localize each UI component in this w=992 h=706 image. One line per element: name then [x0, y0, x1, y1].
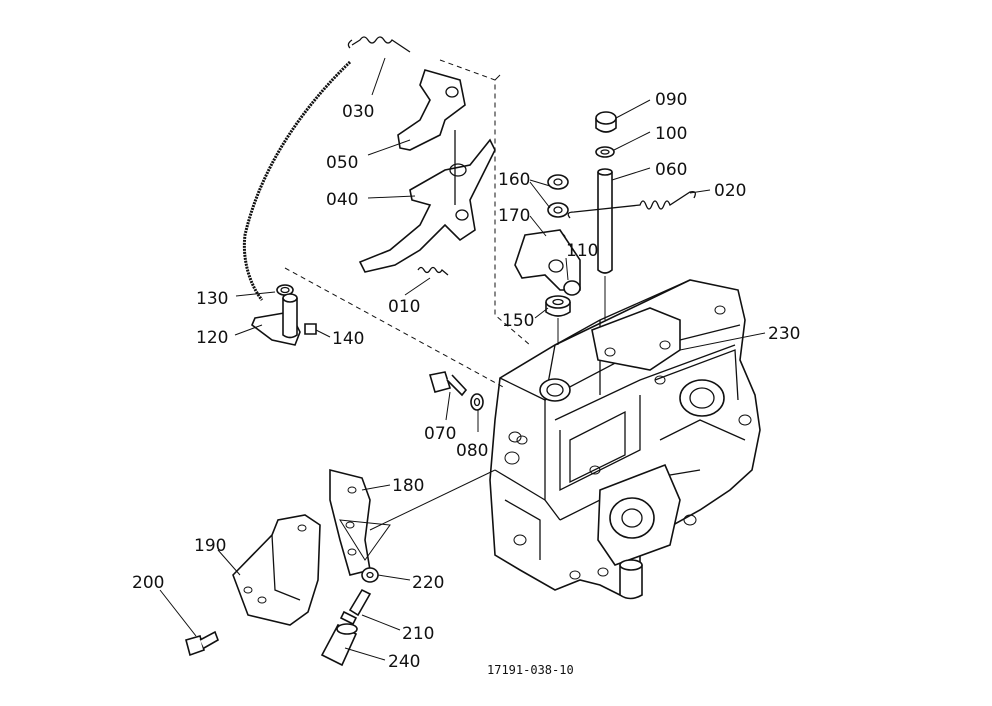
- cable: [242, 60, 352, 301]
- arm-120: [251, 293, 301, 346]
- label-050: 050: [326, 153, 358, 173]
- plug-090: [595, 111, 617, 133]
- label-150: 150: [502, 311, 534, 331]
- label-060: 060: [655, 160, 687, 180]
- label-130: 130: [196, 289, 228, 309]
- pin-240: [320, 623, 358, 667]
- label-100: 100: [655, 124, 687, 144]
- label-110: 110: [566, 241, 598, 261]
- nuts-160: [547, 174, 569, 218]
- label-170: 170: [498, 206, 530, 226]
- bracket-190: [232, 514, 321, 626]
- label-020: 020: [714, 181, 746, 201]
- label-040: 040: [326, 190, 358, 210]
- label-230: 230: [768, 324, 800, 344]
- bolt-200: [185, 630, 219, 657]
- washer-100: [595, 146, 615, 158]
- spring-020: [567, 190, 696, 219]
- label-120: 120: [196, 328, 228, 348]
- label-240: 240: [388, 652, 420, 672]
- spring-010: [417, 266, 449, 276]
- label-070: 070: [424, 424, 456, 444]
- collar-150: [545, 295, 571, 317]
- label-010: 010: [388, 297, 420, 317]
- leader-lines: [159, 57, 766, 661]
- label-140: 140: [332, 329, 364, 349]
- label-220: 220: [412, 573, 444, 593]
- washer-080: [470, 393, 484, 411]
- drawing-code: 17191-038-10: [487, 663, 574, 677]
- nut-220: [361, 567, 379, 583]
- label-160: 160: [498, 170, 530, 190]
- label-200: 200: [132, 573, 164, 593]
- bolt-070: [428, 371, 468, 397]
- lever-040: [358, 130, 496, 273]
- bracket-110: [514, 229, 581, 296]
- label-080: 080: [456, 441, 488, 461]
- label-090: 090: [655, 90, 687, 110]
- spring-030: [347, 36, 411, 53]
- label-030: 030: [342, 102, 374, 122]
- gear-case-housing: [489, 279, 761, 600]
- pin-140: [304, 323, 317, 335]
- shaft-060: [597, 168, 613, 274]
- label-180: 180: [392, 476, 424, 496]
- lever-050: [397, 69, 466, 151]
- label-210: 210: [402, 624, 434, 644]
- label-190: 190: [194, 536, 226, 556]
- bolt-210: [339, 588, 372, 626]
